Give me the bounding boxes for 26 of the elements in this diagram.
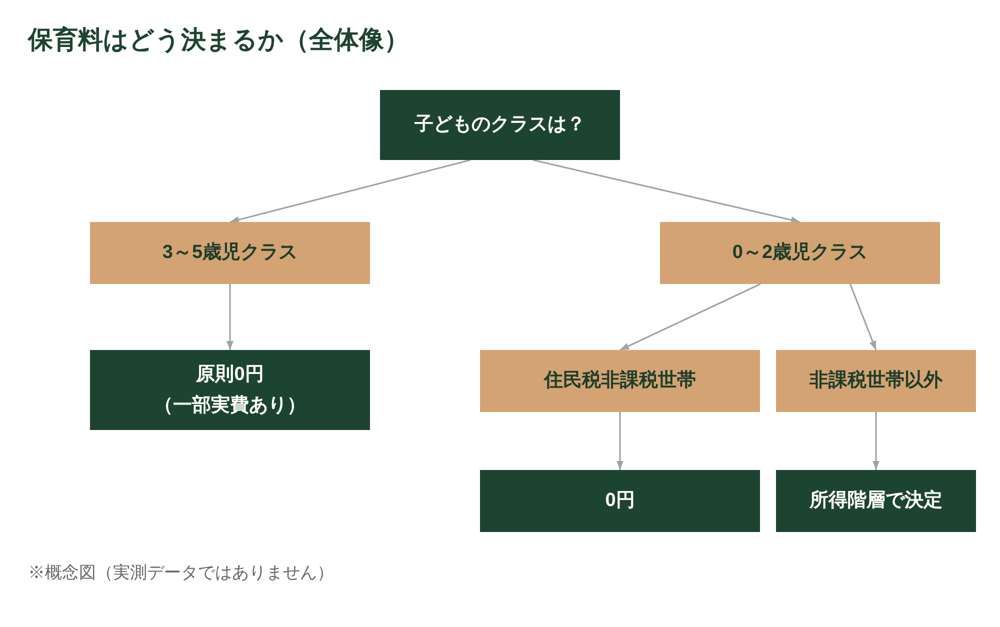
category-box [90,222,370,284]
result-label: 原則0円 [196,362,264,387]
caption: ※概念図（実測データではありません） [28,562,334,584]
category-label: 0～2歳児クラス [732,241,868,266]
category-label: 非課税世帯以外 [810,368,942,394]
arrow [226,284,234,350]
arrow [616,412,624,470]
category-box [480,350,760,412]
question-box [380,90,620,160]
category-box [776,350,976,412]
result-label: 0円 [605,489,635,514]
result-label: （一部実費あり） [154,394,306,418]
question-text: 子どものクラスは？ [414,113,586,138]
title: 保育料はどう決まるか（全体像） [28,24,409,56]
arrow [849,284,877,350]
category-label: 3～5歳児クラス [162,241,298,266]
category-label: 住民税非課税世帯 [544,368,696,394]
arrow [230,159,470,224]
result-box [776,470,976,532]
arrow [620,283,761,351]
arrow [872,412,880,470]
arrow [532,159,800,224]
result-box [90,350,370,430]
result-box [480,470,760,532]
result-label: 所得階層で決定 [810,488,942,514]
category-box [660,222,940,284]
